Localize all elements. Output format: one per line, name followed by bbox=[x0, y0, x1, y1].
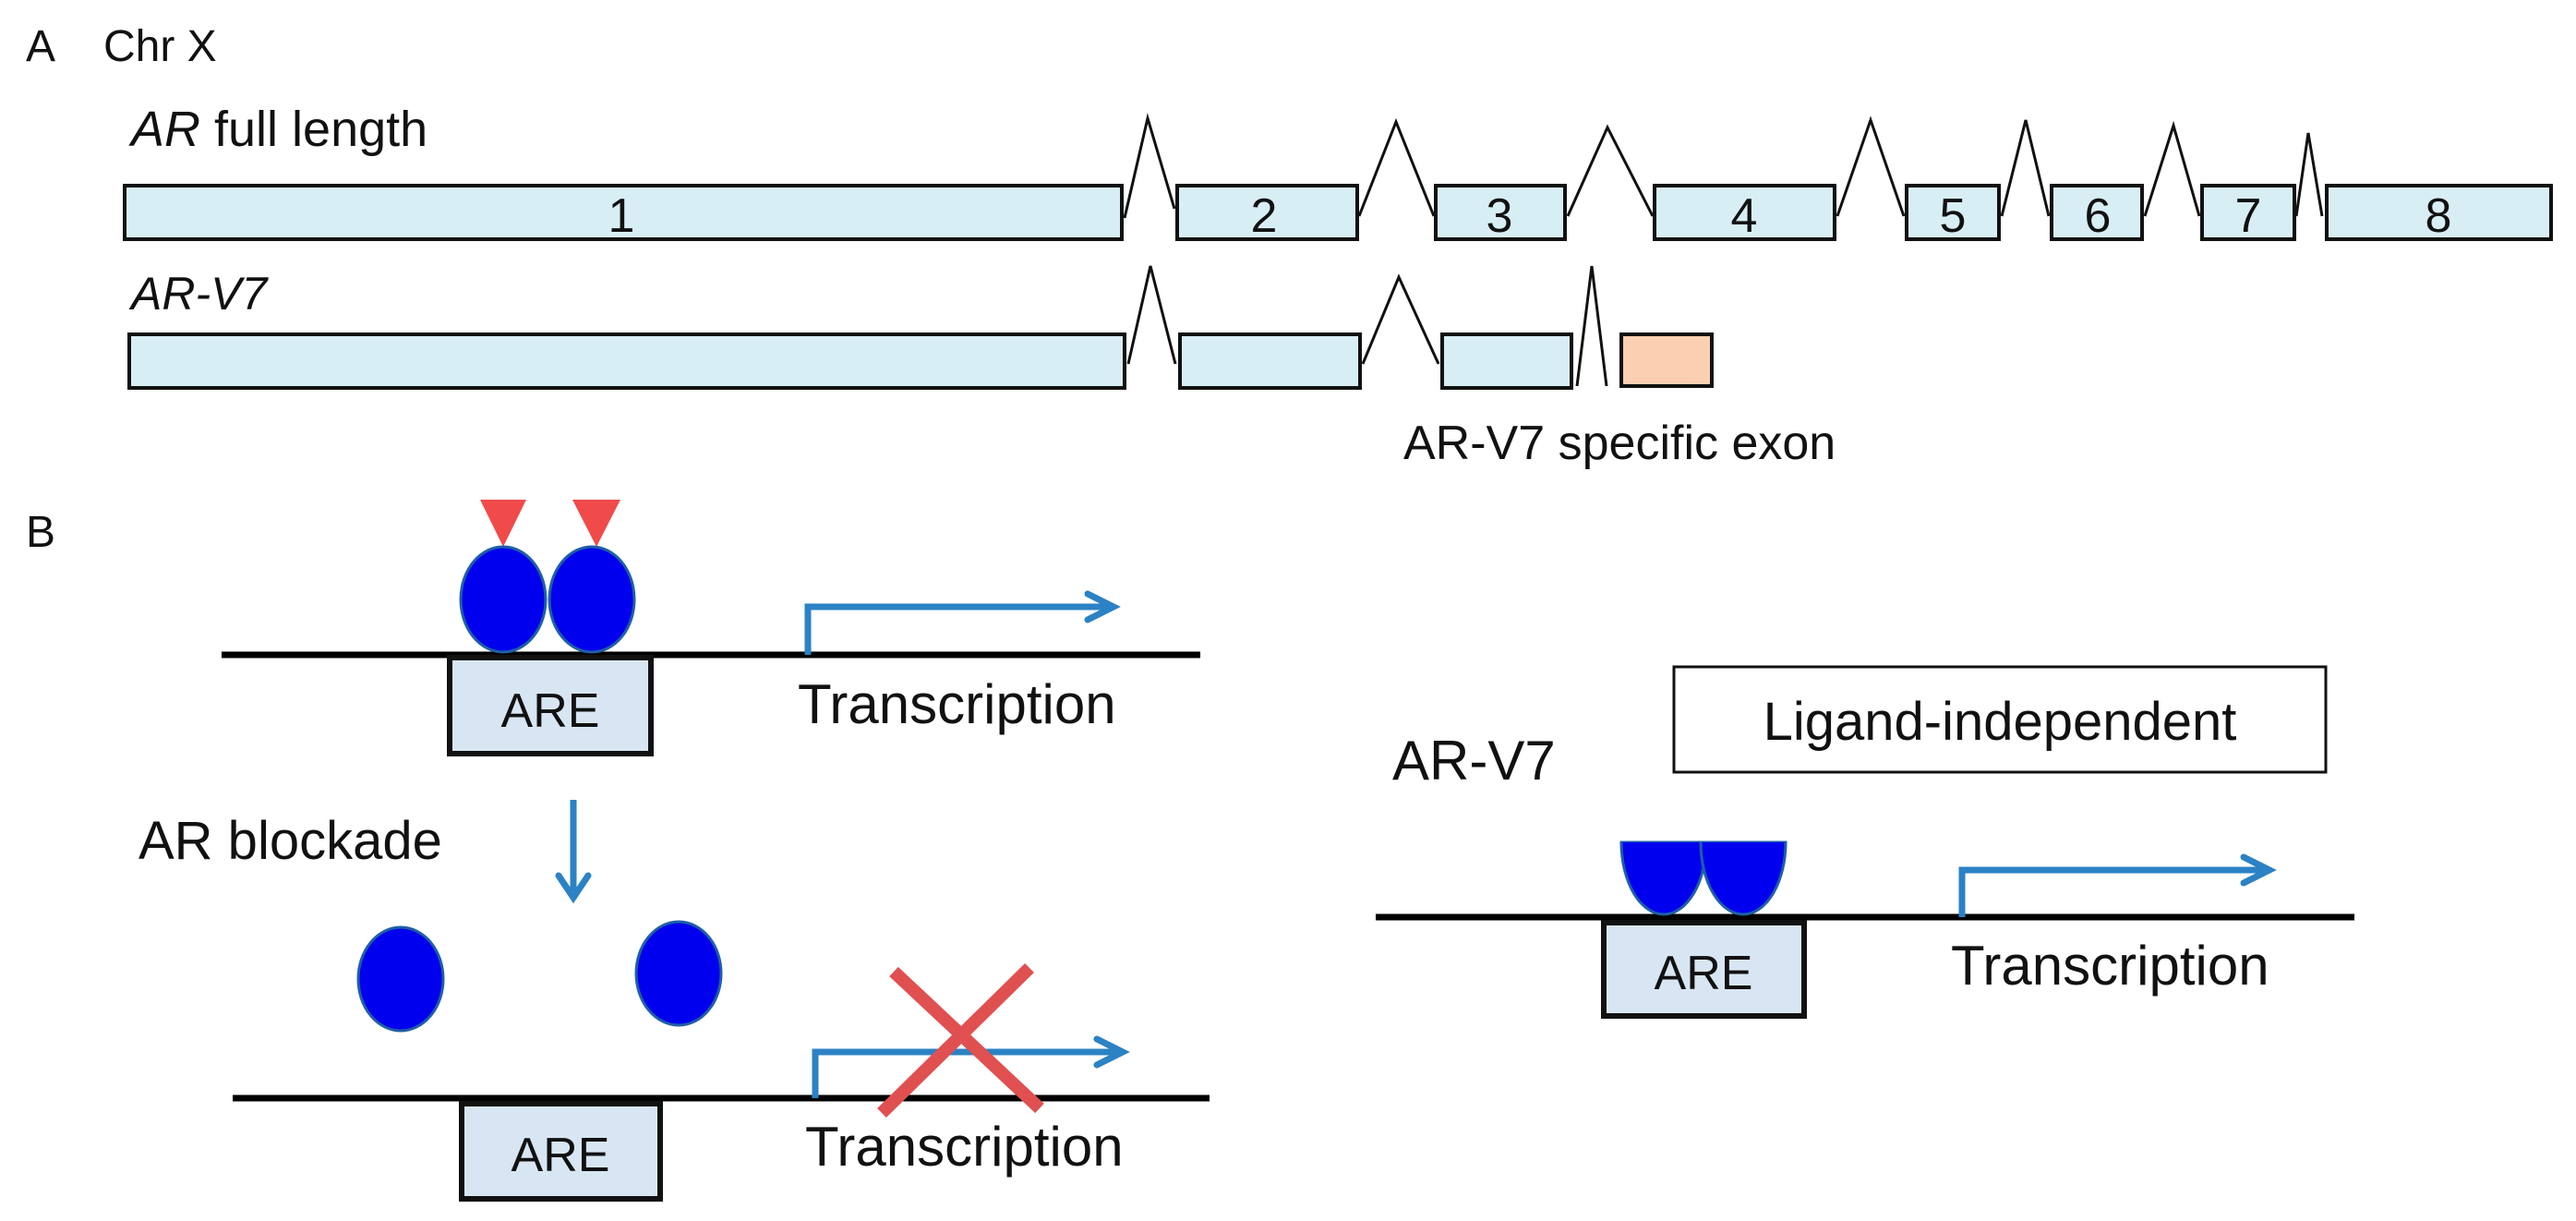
exon-number-4: 4 bbox=[1731, 189, 1758, 243]
ligand-right bbox=[572, 500, 620, 547]
full-length-title: AR full length bbox=[128, 102, 427, 157]
intron-5-6-full bbox=[2000, 119, 2051, 217]
transcription-label-blocked: Transcription bbox=[805, 1116, 1124, 1178]
exon-number-5: 5 bbox=[1940, 189, 1967, 243]
full-length-gene-name: AR bbox=[128, 102, 200, 157]
variant-transcript bbox=[127, 265, 1714, 390]
blockade-arrowhead bbox=[555, 872, 592, 904]
chromosome-label: Chr X bbox=[103, 22, 217, 71]
block-cross-stroke-1 bbox=[889, 966, 1044, 1114]
are-label-variant: ARE bbox=[1655, 947, 1753, 1000]
ar-protein-free-right bbox=[634, 920, 723, 1027]
ar-v7-protein-left-body bbox=[1619, 841, 1708, 916]
exon-3-variant bbox=[1440, 332, 1573, 390]
variant-complex: Ligand-independent AR-V7 ARE Transcripti… bbox=[1376, 665, 2354, 1019]
ligand-left bbox=[480, 500, 526, 547]
ar-protein-right bbox=[548, 545, 636, 654]
ligand-independent-label: Ligand-independent bbox=[1763, 692, 2237, 752]
exon-8-full bbox=[2325, 184, 2553, 241]
are-label-bound: ARE bbox=[501, 684, 600, 738]
exon-2-full bbox=[1175, 184, 1359, 241]
transcription-arrowhead-blocked bbox=[1093, 1035, 1130, 1069]
variant-specific-exon bbox=[1619, 332, 1714, 388]
intron-6-7-full bbox=[2143, 120, 2201, 217]
intron-1-2-variant bbox=[1126, 265, 1177, 365]
transcription-arrow-variant bbox=[1958, 866, 2264, 917]
blockade-label: AR blockade bbox=[138, 811, 442, 871]
intron-4-5-full bbox=[1836, 115, 1906, 217]
full-length-transcript: 1 2 3 4 5 6 7 8 bbox=[123, 113, 2553, 243]
ar-protein-free-left bbox=[356, 925, 445, 1033]
panel-b-label: B bbox=[26, 508, 55, 557]
are-box-variant bbox=[1601, 920, 1807, 1019]
variant-label-b: AR-V7 bbox=[1392, 730, 1556, 792]
exon-number-1: 1 bbox=[608, 189, 635, 243]
intron-1-2-full bbox=[1123, 113, 1176, 219]
transcription-label-variant: Transcription bbox=[1951, 935, 2269, 997]
ligand-bound-complex: ARE Transcription bbox=[222, 500, 1200, 756]
transcription-arrowhead-bound bbox=[1084, 590, 1121, 623]
specific-exon-label: AR-V7 specific exon bbox=[1403, 417, 1836, 470]
exon-1-variant bbox=[127, 332, 1126, 390]
block-cross-stroke-2 bbox=[877, 963, 1034, 1118]
exon-1-full bbox=[123, 184, 1124, 241]
intron-3-specific-variant bbox=[1575, 265, 1608, 387]
exon-number-2: 2 bbox=[1251, 189, 1278, 243]
transcription-arrow-blocked bbox=[812, 1048, 1117, 1098]
exon-5-full bbox=[1905, 184, 2001, 241]
are-label-blocked: ARE bbox=[512, 1129, 610, 1182]
intron-3-4-full bbox=[1566, 124, 1655, 217]
intron-2-3-full bbox=[1357, 117, 1436, 217]
panel-a-label: A bbox=[26, 22, 55, 71]
are-box-blocked bbox=[459, 1101, 663, 1202]
variant-title: AR-V7 bbox=[128, 268, 269, 320]
transcription-arrowhead-variant bbox=[2240, 853, 2277, 887]
ligand-independent-box bbox=[1672, 665, 2328, 774]
full-length-suffix: full length bbox=[200, 102, 427, 157]
exon-4-full bbox=[1653, 184, 1836, 241]
exon-7-full bbox=[2200, 184, 2296, 241]
exon-number-3: 3 bbox=[1487, 189, 1513, 243]
intron-7-8-full bbox=[2294, 132, 2324, 217]
exon-number-7: 7 bbox=[2235, 189, 2262, 243]
exon-2-variant bbox=[1178, 332, 1362, 390]
exon-6-full bbox=[2050, 184, 2144, 241]
transcription-label-bound: Transcription bbox=[798, 673, 1116, 735]
exon-3-full bbox=[1434, 184, 1567, 241]
exon-number-6: 6 bbox=[2085, 189, 2112, 243]
ar-v7-protein-right-body bbox=[1699, 841, 1788, 916]
intron-2-3-variant bbox=[1361, 273, 1440, 365]
ar-protein-left bbox=[459, 545, 548, 654]
blocked-complex: ARE Transcription bbox=[233, 920, 1210, 1202]
are-box-bound bbox=[447, 655, 654, 756]
exon-number-8: 8 bbox=[2426, 189, 2452, 243]
transcription-arrow-bound bbox=[804, 603, 1108, 655]
